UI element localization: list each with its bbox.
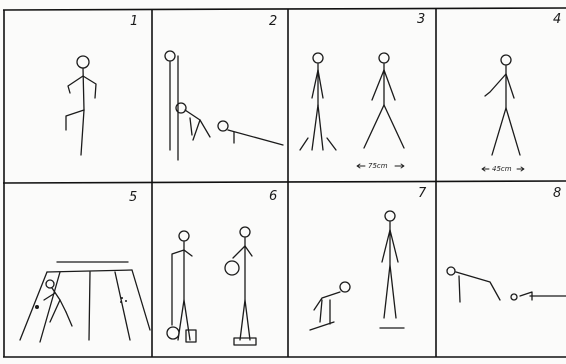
court-drawing [20,262,150,342]
panel-number-2: 2 [269,14,277,29]
panel-number-7: 7 [418,186,426,201]
figure-wide-stance [364,53,404,148]
panel-number-8: 8 [553,186,561,201]
panel-number-3: 3 [417,12,425,27]
measure-label-45: 45cm [492,165,512,173]
figure-ball-high [225,227,256,345]
figure-squat [310,282,350,330]
panel-number-4: 4 [553,12,561,27]
panel-number-6: 6 [269,189,277,204]
figure-bend-down [176,103,210,140]
figure-upright [380,211,404,328]
figure-plank [218,121,283,145]
grid [3,8,566,357]
figure-stride [485,55,520,155]
panel-number-5: 5 [129,190,137,205]
figure-ball-low [167,231,196,342]
figure-lying [447,267,566,302]
panel-number-1: 1 [130,14,138,29]
measure-label-75: 75cm [368,162,388,170]
figure-ball-player [35,280,127,326]
figure-one-leg-stand [66,56,96,155]
figure-feet-together [300,53,336,150]
